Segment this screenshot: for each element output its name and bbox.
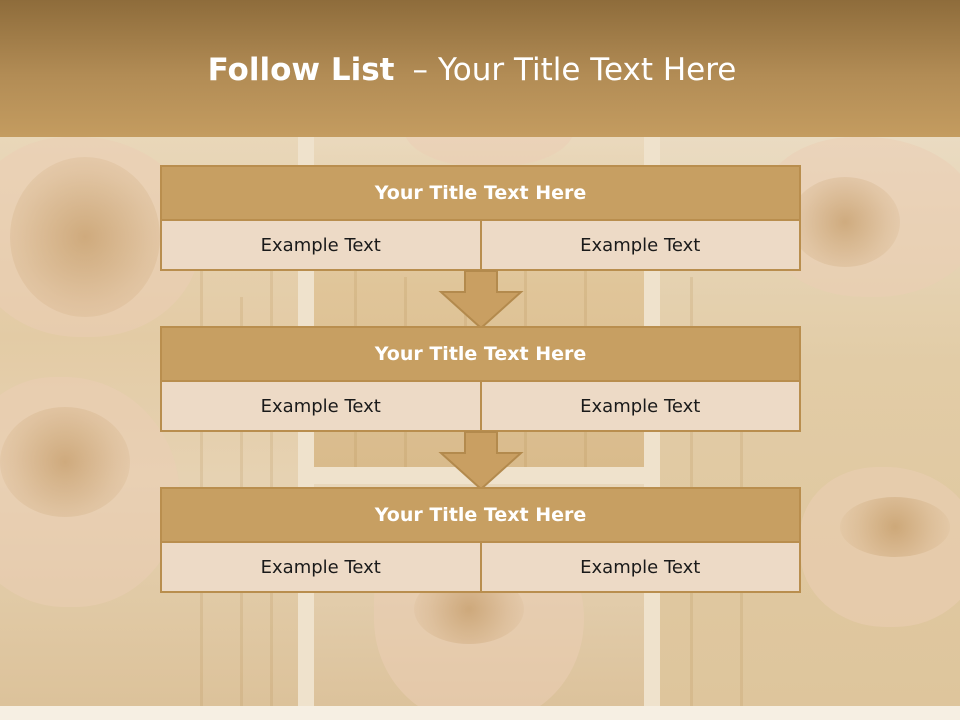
follow-step-3: Your Title Text Here Example Text Exampl… bbox=[160, 487, 801, 593]
step-left-cell: Example Text bbox=[160, 543, 482, 593]
step-right-cell: Example Text bbox=[481, 221, 801, 271]
step-row: Example Text Example Text bbox=[160, 382, 801, 432]
step-left-cell: Example Text bbox=[160, 221, 482, 271]
slide-title: Follow List–Your Title Text Here bbox=[0, 52, 944, 88]
follow-step-1: Your Title Text Here Example Text Exampl… bbox=[160, 165, 801, 271]
down-arrow-icon bbox=[438, 270, 524, 330]
follow-step-2: Your Title Text Here Example Text Exampl… bbox=[160, 326, 801, 432]
step-row: Example Text Example Text bbox=[160, 221, 801, 271]
step-title: Your Title Text Here bbox=[160, 165, 801, 221]
step-right-cell: Example Text bbox=[481, 382, 801, 432]
step-title: Your Title Text Here bbox=[160, 326, 801, 382]
step-right-cell: Example Text bbox=[481, 543, 801, 593]
bottom-strip bbox=[0, 706, 960, 720]
down-arrow-icon bbox=[438, 431, 524, 491]
title-bar: Follow List–Your Title Text Here bbox=[0, 0, 960, 137]
step-title: Your Title Text Here bbox=[160, 487, 801, 543]
title-rest: Your Title Text Here bbox=[437, 52, 737, 88]
title-strong: Follow List bbox=[207, 52, 395, 88]
title-dash: – bbox=[412, 52, 428, 88]
step-left-cell: Example Text bbox=[160, 382, 482, 432]
step-row: Example Text Example Text bbox=[160, 543, 801, 593]
